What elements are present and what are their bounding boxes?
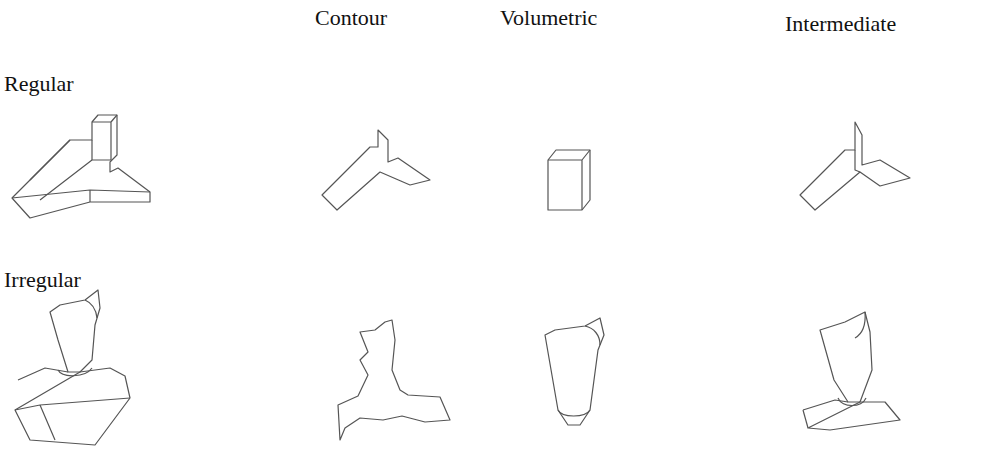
column-heading: Intermediate — [785, 12, 896, 36]
irregular-intermediate — [803, 312, 900, 430]
irregular-full-object — [15, 290, 130, 445]
column-heading: Volumetric — [500, 6, 597, 30]
row-heading: Irregular — [4, 268, 81, 292]
irregular-contour — [338, 320, 450, 440]
row-heading: Regular — [4, 72, 74, 96]
irregular-volumetric — [545, 318, 604, 425]
column-heading: Contour — [315, 6, 387, 30]
regular-full-object — [12, 115, 150, 218]
regular-contour — [322, 130, 430, 210]
regular-intermediate — [800, 122, 910, 210]
regular-volumetric — [548, 150, 590, 210]
